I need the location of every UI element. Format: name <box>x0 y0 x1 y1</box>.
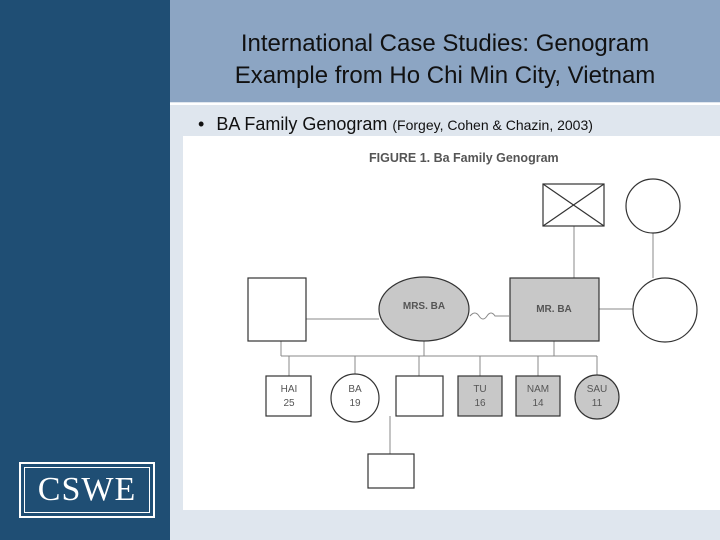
child-nam-age: 14 <box>532 398 544 409</box>
conflict-relationship-line <box>469 312 509 320</box>
child-sau-age: 11 <box>592 398 603 409</box>
child-sau-name: SAU <box>587 384 608 395</box>
child-nam-name: NAM <box>527 384 549 395</box>
child-sau-node <box>574 374 620 420</box>
deceased-grandfather <box>542 183 605 227</box>
slide-title-line-1: International Case Studies: Genogram <box>240 30 650 57</box>
child-hai-name: HAI <box>281 384 298 395</box>
child-nam-node <box>515 375 561 417</box>
figure-caption: FIGURE 1. Ba Family Genogram <box>369 151 559 165</box>
cswe-logo: CSWE <box>19 462 155 518</box>
bullet-item: • BA Family Genogram (Forgey, Cohen & Cha… <box>198 114 593 135</box>
child-tu-name: TU <box>473 384 486 395</box>
child-ba-age: 19 <box>349 398 361 409</box>
title-bar <box>170 0 720 102</box>
right-partner-circle <box>632 277 698 343</box>
mr-ba-node <box>509 277 600 342</box>
mrs-ba-label: MRS. BA <box>403 301 445 312</box>
genogram-svg: FIGURE 1. Ba Family Genogram <box>247 151 698 489</box>
genogram-lines <box>280 226 654 454</box>
title-divider <box>170 103 720 105</box>
slide-title-line-2: Example from Ho Chi Min City, Vietnam <box>234 62 656 89</box>
child-tu-age: 16 <box>474 398 486 409</box>
cswe-logo-text: CSWE <box>24 467 150 513</box>
bullet-main-text: BA Family Genogram <box>216 114 388 134</box>
bullet-marker: • <box>198 114 205 134</box>
child-ba-node <box>330 373 380 423</box>
child-hai-node <box>265 375 312 417</box>
sidebar: CSWE <box>0 0 170 540</box>
child-ba-name: BA <box>348 384 362 395</box>
grandmother-circle <box>625 178 681 234</box>
child-tu-node <box>457 375 503 417</box>
child-unnamed-node <box>395 375 444 417</box>
mr-ba-label: MR. BA <box>536 304 572 315</box>
slide-title: International Case Studies: Genogram Exa… <box>178 28 712 92</box>
child-hai-age: 25 <box>283 398 295 409</box>
mrs-ba-previous-partner <box>247 277 307 342</box>
bullet-citation: (Forgey, Cohen & Chazin, 2003) <box>392 117 593 133</box>
grandchild-node <box>367 453 415 489</box>
genogram-figure: FIGURE 1. Ba Family Genogram <box>183 136 720 510</box>
mrs-ba-node <box>378 276 470 342</box>
